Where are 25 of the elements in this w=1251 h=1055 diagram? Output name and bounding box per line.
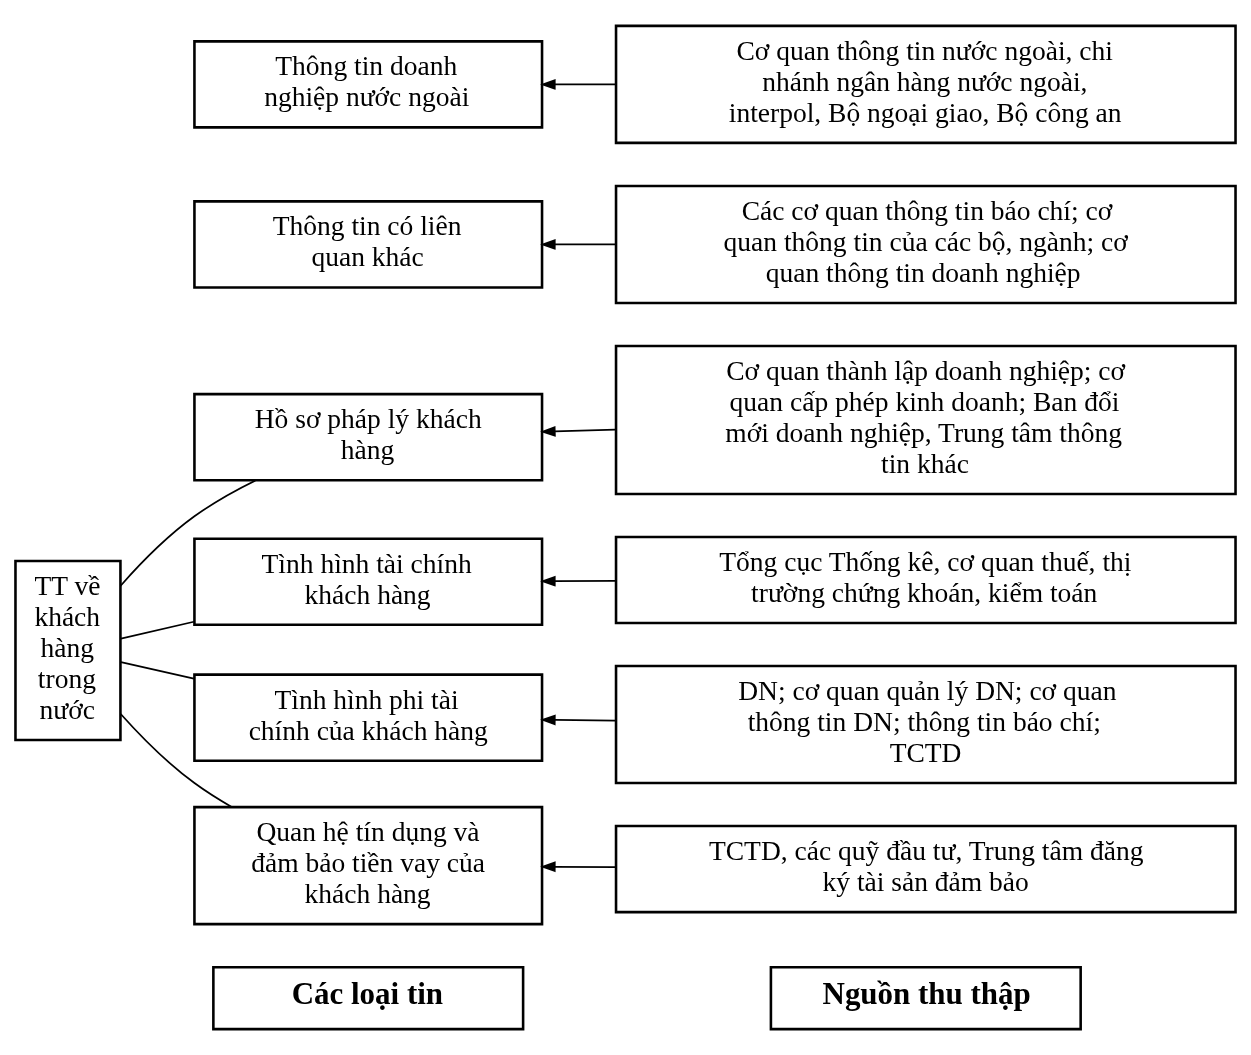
node-box: Tình hình phi tài chính của khách hàng — [193, 673, 544, 762]
node-box: Tình hình tài chính khách hàng — [193, 537, 544, 626]
node-box: Hồ sơ pháp lý khách hàng — [193, 392, 544, 482]
arrow — [540, 861, 617, 873]
connector — [119, 479, 257, 587]
node-box: Quan hệ tín dụng và đảm bảo tiền vay của khách hàng — [193, 805, 544, 926]
node-box: Tổng cục Thống kê, cơ quan thuế, thị trường chứng khoán, kiểm toán — [614, 535, 1237, 625]
arrow — [540, 714, 617, 726]
node-box: Các cơ quan thông tin báo chí; cơ quan thông tin của các bộ, ngành; cơ quan thông tin doanh nghiệp — [614, 184, 1237, 305]
node-box: Nguồn thu thập — [769, 965, 1082, 1031]
arrow — [540, 575, 617, 587]
node-box: TCTD, các quỹ đầu tư, Trung tâm đăng ký tài sản đảm bảo — [614, 824, 1237, 914]
node-box: Cơ quan thông tin nước ngoài, chi nhánh ngân hàng nước ngoài, interpol, Bộ ngoại giao, Bộ công an — [614, 24, 1237, 145]
node-box: TT về khách hàng trong nước — [14, 559, 122, 742]
node-box: Các loại tin — [212, 965, 525, 1031]
node-box: Thông tin doanh nghiệp nước ngoài — [193, 40, 544, 129]
node-box: Thông tin có liên quan khác — [193, 200, 544, 289]
connector — [120, 620, 195, 640]
connector — [120, 661, 195, 680]
arrow — [540, 425, 617, 437]
connector — [119, 713, 233, 808]
arrow — [540, 78, 617, 90]
arrow — [540, 239, 617, 250]
node-box: DN; cơ quan quản lý DN; cơ quan thông tin DN; thông tin báo chí; TCTD — [614, 664, 1237, 785]
node-box: Cơ quan thành lập doanh nghiệp; cơ quan cấp phép kinh doanh; Ban đổi mới doanh nghiệp, Trung tâm thông tin khác — [614, 344, 1237, 496]
